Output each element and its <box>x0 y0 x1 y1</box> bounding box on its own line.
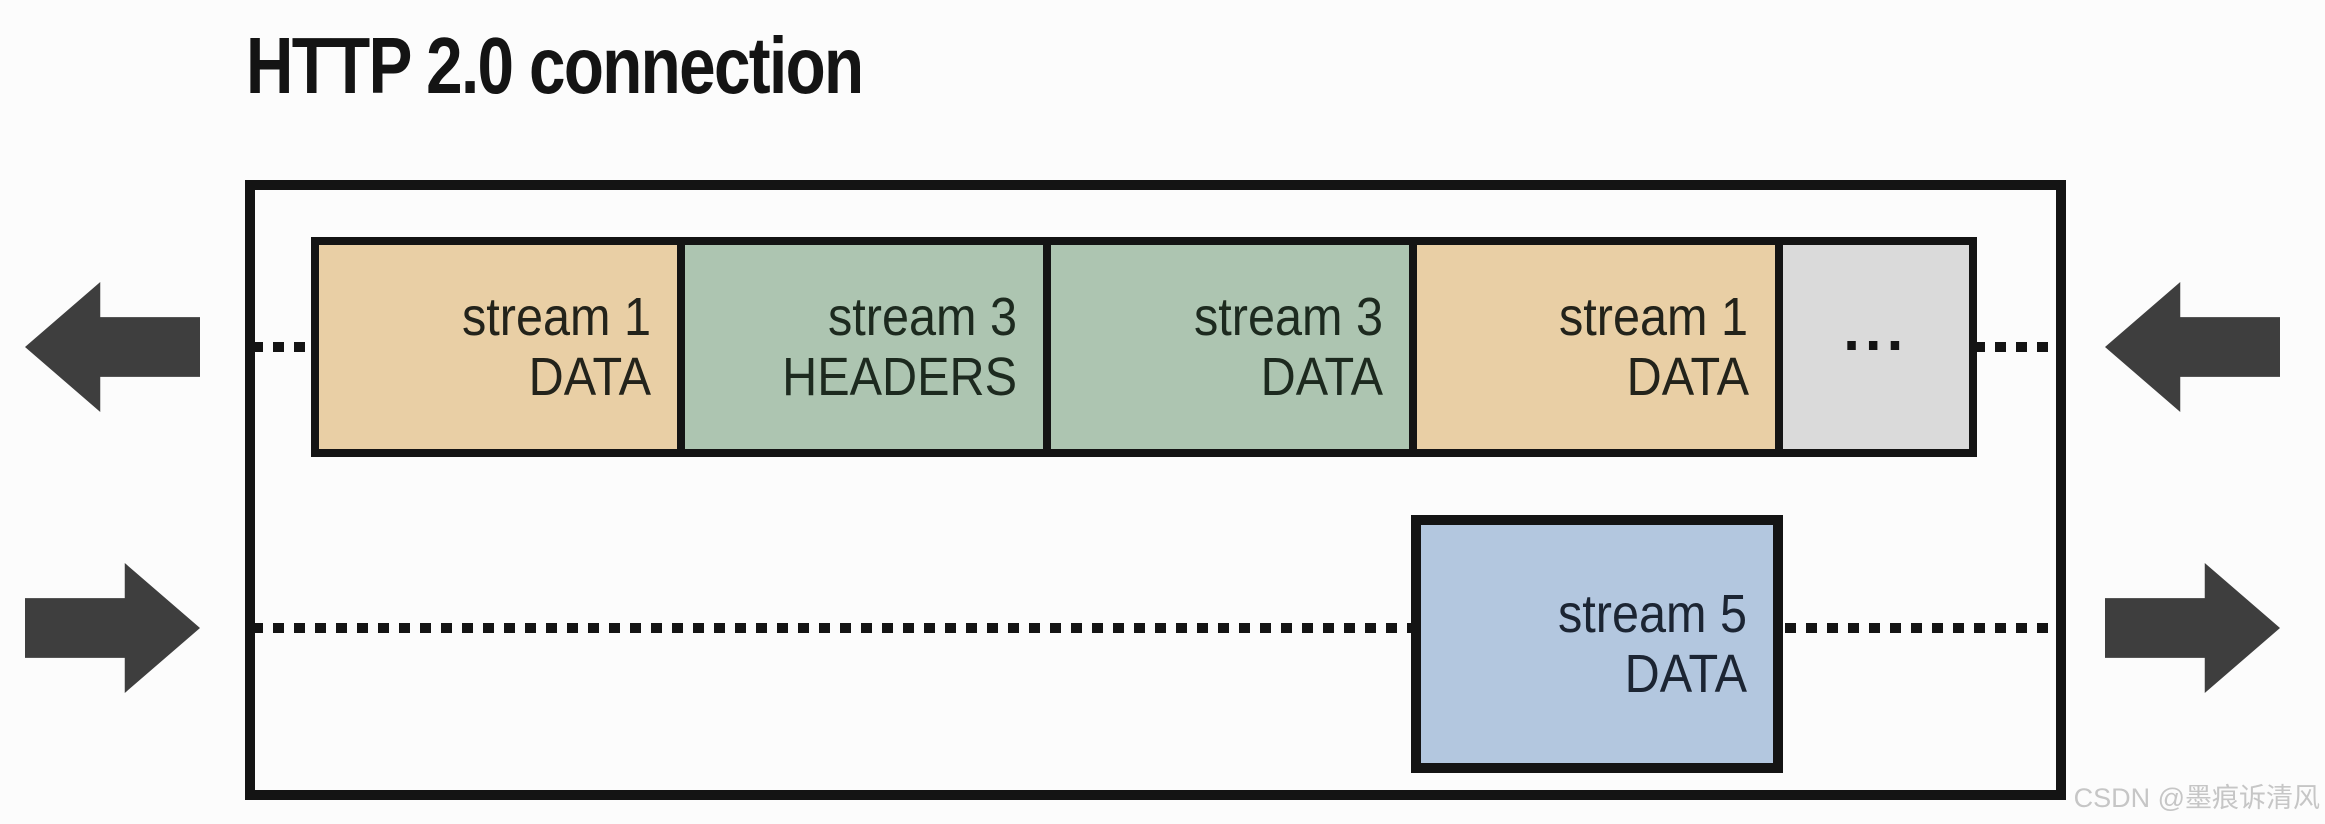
frame-stream-label: stream 3 <box>1193 286 1383 347</box>
ellipsis-label: ... <box>1843 295 1909 363</box>
frame-stream1-data: stream 1 DATA <box>319 245 677 449</box>
frame-stream3-headers: stream 3 HEADERS <box>684 245 1043 449</box>
frame-stream-label: stream 1 <box>1559 286 1749 347</box>
frame-type-label: HEADERS <box>781 347 1017 407</box>
bottom-lane-dotted-line <box>252 623 2056 633</box>
csdn-watermark: CSDN @墨痕诉清风 <box>2073 783 2320 813</box>
frame-type-label: DATA <box>528 347 651 407</box>
bottom-right-arrow-icon <box>2105 563 2280 693</box>
frame-type-label: DATA <box>1624 644 1747 704</box>
frame-stream-label: stream 1 <box>461 286 651 347</box>
frame-stream1-data-2: stream 1 DATA <box>1416 245 1775 449</box>
top-left-arrow-icon <box>25 282 200 412</box>
page-title: HTTP 2.0 connection <box>246 21 864 110</box>
frame-type-label: DATA <box>1626 347 1749 407</box>
frame-stream-label: stream 5 <box>1557 583 1747 644</box>
bottom-left-arrow-icon <box>25 563 200 693</box>
frame-stream3-data: stream 3 DATA <box>1050 245 1409 449</box>
frame-continuation: ... <box>1782 245 1969 449</box>
connection-box <box>245 180 2066 800</box>
frame-stream5-data: stream 5 DATA <box>1411 515 1783 773</box>
top-lane-frames: stream 1 DATA stream 3 HEADERS stream 3 … <box>311 237 1977 457</box>
frame-type-label: DATA <box>1260 347 1383 407</box>
top-right-arrow-icon <box>2105 282 2280 412</box>
frame-stream-label: stream 3 <box>827 286 1017 347</box>
